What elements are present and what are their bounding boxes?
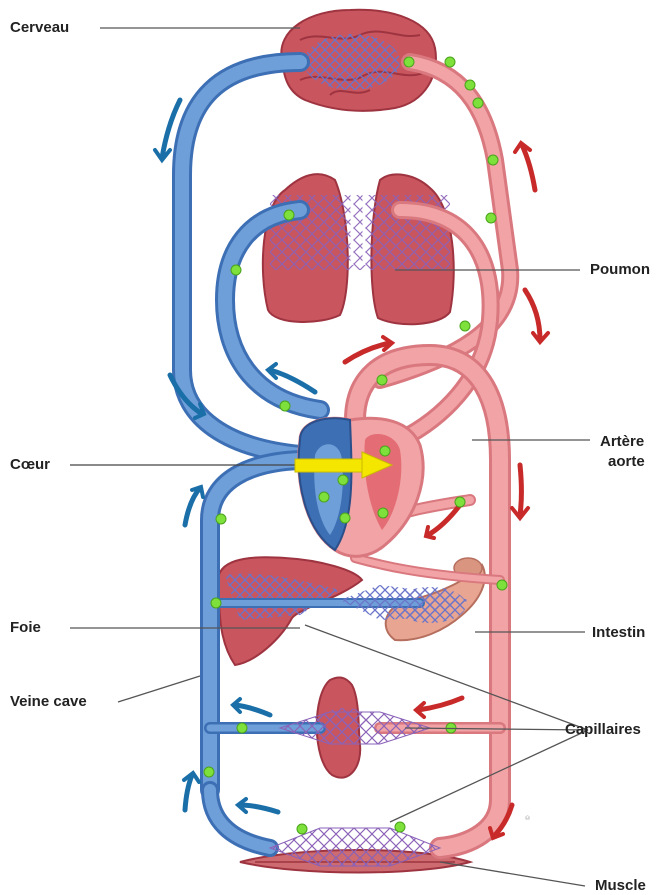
label-artere: Artère: [600, 432, 644, 451]
label-capillaires: Capillaires: [565, 720, 641, 739]
lungs: [263, 174, 454, 324]
red-arrow: [525, 290, 548, 342]
red-arrow: [515, 143, 535, 190]
blue-arrow: [233, 699, 270, 715]
label-poumon: Poumon: [590, 260, 650, 279]
red-arrow: [512, 465, 528, 518]
label-foie: Foie: [10, 618, 41, 637]
label-aorte: aorte: [608, 452, 645, 471]
blue-arrow: [238, 799, 278, 812]
blue-arrow: [184, 773, 199, 810]
label-veine-cave: Veine cave: [10, 692, 87, 711]
label-intestin: Intestin: [592, 623, 645, 642]
credit-mark: ©: [525, 815, 532, 820]
label-coeur: Cœur: [10, 455, 50, 474]
heart: [299, 418, 423, 556]
liver: [218, 557, 362, 665]
label-muscle: Muscle: [595, 876, 646, 895]
red-arrow: [416, 698, 462, 717]
label-cerveau: Cerveau: [10, 18, 69, 37]
